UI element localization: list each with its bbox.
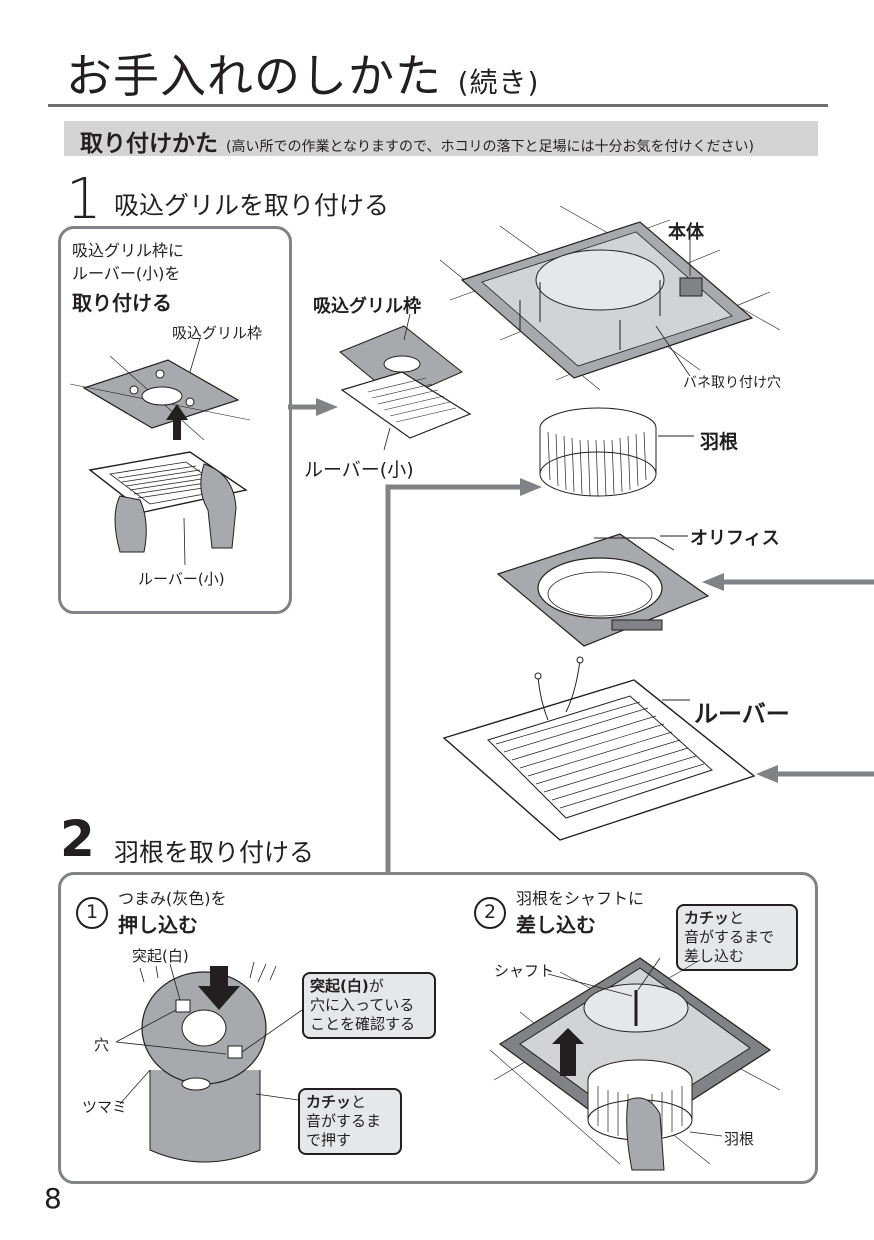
callout2-bold: カチッ [306,1093,352,1111]
spring-hole-label: バネ取り付け穴 [683,375,781,391]
callout3-bold: カチッ [684,909,730,927]
callout1-rest1: が [368,977,384,995]
fan-label: 羽根 [700,431,739,453]
orifice-label: オリフィス [690,528,780,549]
step2-number: 2 [60,810,95,868]
callout3-rest1: と [729,909,745,927]
shaft-label: シャフト [494,962,555,980]
small-louver-label: ルーバー(小) [304,459,414,481]
inset-line3: 取り付ける [72,291,172,315]
callout-click1: カチッと 音がするま で押す [298,1088,402,1155]
sub1-line2: 押し込む [118,913,198,937]
step1-number: 1 [66,167,102,232]
frame-label: 吸込グリル枠 [313,296,421,317]
fan-label-2: 羽根 [724,1130,755,1148]
callout2-rest3: で押す [306,1131,352,1149]
section-note: (高い所での作業となりますので、ホコリの落下と足場には十分お気を付けください) [226,139,754,155]
section-bar: 取り付けかた (高い所での作業となりますので、ホコリの落下と足場には十分お気を付… [64,121,818,157]
sub1-number: 1 [76,897,108,929]
callout1-bold: 突起(白) [310,977,369,995]
callout-protrusion: 突起(白)が 穴に入っている ことを確認する [302,972,436,1039]
callout1-rest2: 穴に入っている [310,996,415,1014]
inset-louver-label: ルーバー(小) [138,570,225,588]
sub2-number: 2 [474,897,506,929]
page-title: お手入れのしかた (続き) [66,40,539,106]
callout-click2: カチッと 音がするまで 差し込む [676,904,798,971]
step2-title: 羽根を取り付ける [114,838,315,867]
callout2-rest1: と [351,1093,367,1111]
title-underline [48,104,828,107]
page-number: 8 [44,1182,62,1215]
louver-label: ルーバー [694,700,790,728]
section-title: 取り付けかた [80,131,218,157]
inset-line1: 吸込グリル枠に [72,241,185,260]
sub1-line1: つまみ(灰色)を [118,889,227,908]
callout3-rest2: 音がするまで [684,928,775,946]
hole-label: 穴 [94,1036,110,1054]
inset-frame-label: 吸込グリル枠 [172,324,263,342]
sub2-line2: 差し込む [516,913,596,937]
sub2-line1: 羽根をシャフトに [516,889,645,908]
protrusion-label: 突起(白) [132,947,189,965]
step1-title: 吸込グリルを取り付ける [114,191,390,220]
body-label: 本体 [668,222,704,243]
knob-label: ツマミ [82,1098,128,1116]
callout1-rest3: ことを確認する [310,1015,416,1033]
page-title-main: お手入れのしかた [66,49,442,103]
page-title-suffix: (続き) [457,66,540,99]
callout2-rest2: 音がするま [306,1112,382,1130]
inset-line2: ルーバー(小)を [72,264,181,283]
